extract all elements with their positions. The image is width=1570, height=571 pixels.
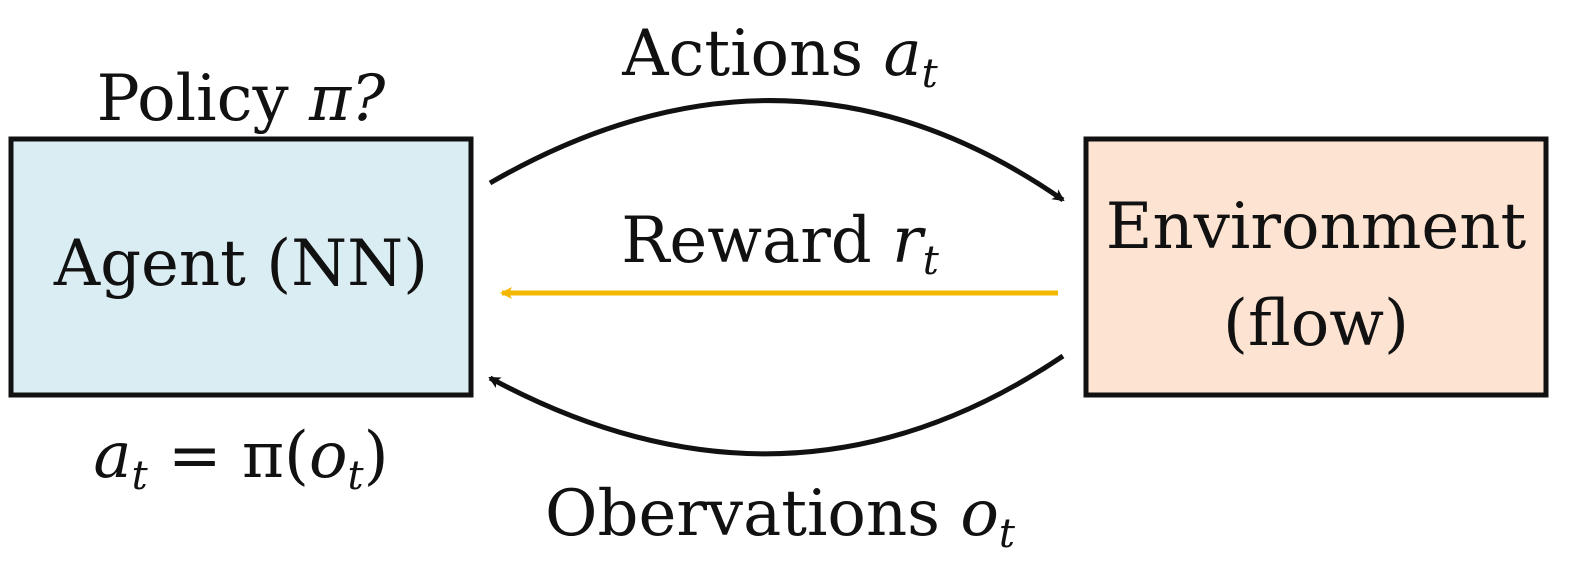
environment-box <box>1083 136 1549 398</box>
agent-label: Agent (NN) <box>53 227 428 301</box>
observations-arrow <box>488 353 1065 457</box>
policy-label: Policy π? <box>97 62 386 136</box>
action-formula: at = π(ot) <box>93 419 388 499</box>
actions-label: Actions at <box>621 17 938 97</box>
environment-label-line2: (flow) <box>1223 287 1409 361</box>
environment-label-line1: Environment <box>1106 190 1527 264</box>
agent-box <box>8 136 474 398</box>
observations-label: Obervations ot <box>545 477 1016 557</box>
actions-arrow <box>488 98 1065 203</box>
reward-label: Reward rt <box>621 204 940 284</box>
